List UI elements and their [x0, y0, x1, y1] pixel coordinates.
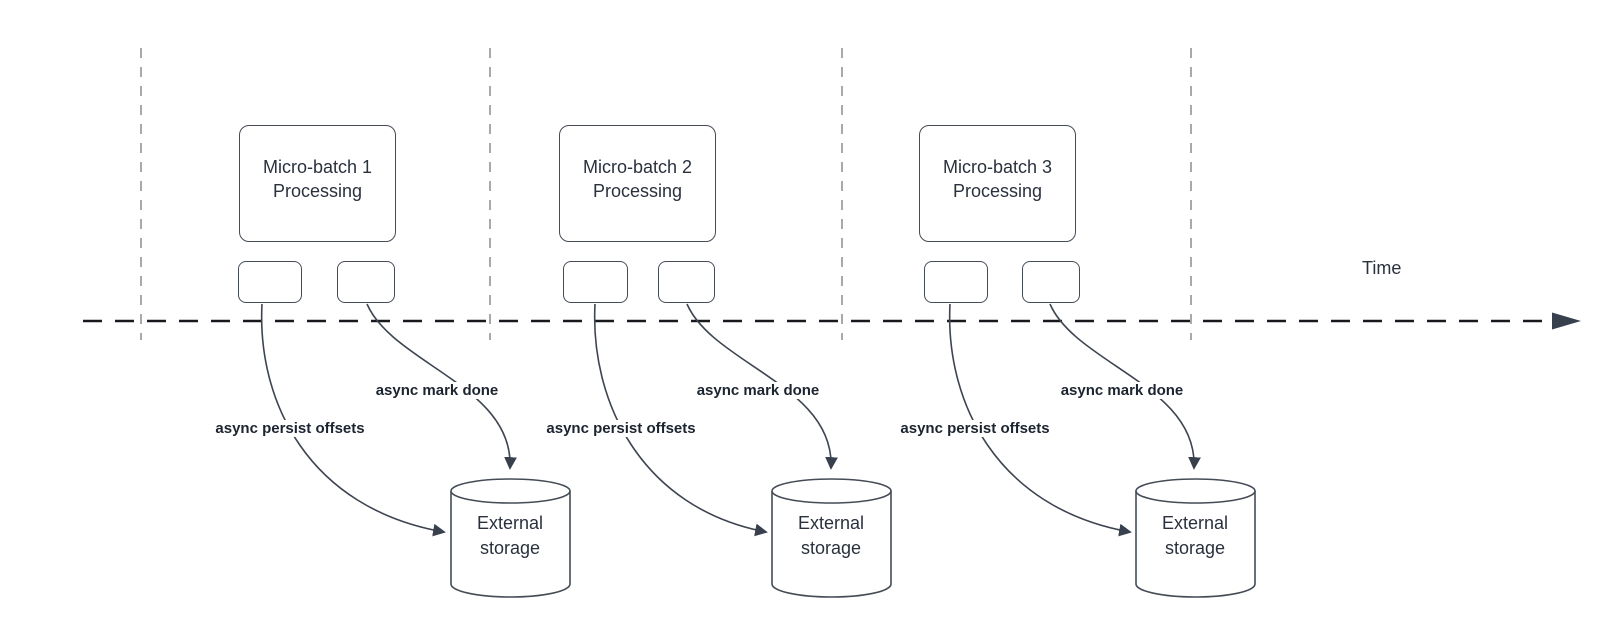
async-task-box-2a [563, 261, 628, 303]
arrow-persist-offsets-3 [948, 303, 1132, 537]
batch-title-line1: Micro-batch 2 [582, 156, 693, 177]
timeline-arrowhead-icon [1552, 312, 1581, 330]
async-task-box-2b [658, 261, 715, 303]
mark-done-label-3: async mark done [1057, 382, 1187, 399]
arrow-mark-done-1 [366, 303, 517, 470]
batch-box-2: Micro-batch 2 Processing [559, 125, 716, 242]
persist-offsets-label-2: async persist offsets [543, 420, 699, 437]
external-storage-label-2: External storage [766, 511, 896, 561]
arrow-persist-offsets-2 [593, 303, 768, 537]
storage-line2: storage [479, 538, 541, 558]
storage-cylinder-3 [1135, 478, 1256, 598]
arrow-mark-done-2 [686, 303, 838, 470]
async-task-box-3a [924, 261, 988, 303]
storage-line1: External [1161, 513, 1229, 533]
batch-box-title-3: Micro-batch 3 Processing [943, 155, 1052, 203]
batch-box-3: Micro-batch 3 Processing [919, 125, 1076, 242]
external-storage-label-3: External storage [1130, 511, 1260, 561]
storage-line2: storage [800, 538, 862, 558]
external-storage-label-1: External storage [445, 511, 575, 561]
batch-title-line2: Processing [952, 180, 1043, 201]
persist-offsets-label-3: async persist offsets [897, 420, 1053, 437]
storage-line2: storage [1164, 538, 1226, 558]
arrow-mark-done-3 [1049, 303, 1201, 470]
batch-title-line1: Micro-batch 3 [942, 156, 1053, 177]
batch-title-line2: Processing [592, 180, 683, 201]
batch-title-line1: Micro-batch 1 [262, 156, 373, 177]
batch-box-1: Micro-batch 1 Processing [239, 125, 396, 242]
async-task-box-3b [1022, 261, 1080, 303]
storage-cylinder-1 [450, 478, 571, 598]
mark-done-label-2: async mark done [693, 382, 823, 399]
storage-line1: External [797, 513, 865, 533]
batch-title-line2: Processing [272, 180, 363, 201]
async-task-box-1a [238, 261, 302, 303]
storage-cylinder-2 [771, 478, 892, 598]
time-label: Time [1362, 258, 1402, 278]
mark-done-label-1: async mark done [372, 382, 502, 399]
arrow-persist-offsets-1 [260, 303, 446, 537]
batch-box-title-2: Micro-batch 2 Processing [583, 155, 692, 203]
persist-offsets-label-1: async persist offsets [212, 420, 368, 437]
storage-line1: External [476, 513, 544, 533]
async-task-box-1b [337, 261, 395, 303]
batch-box-title-1: Micro-batch 1 Processing [263, 155, 372, 203]
